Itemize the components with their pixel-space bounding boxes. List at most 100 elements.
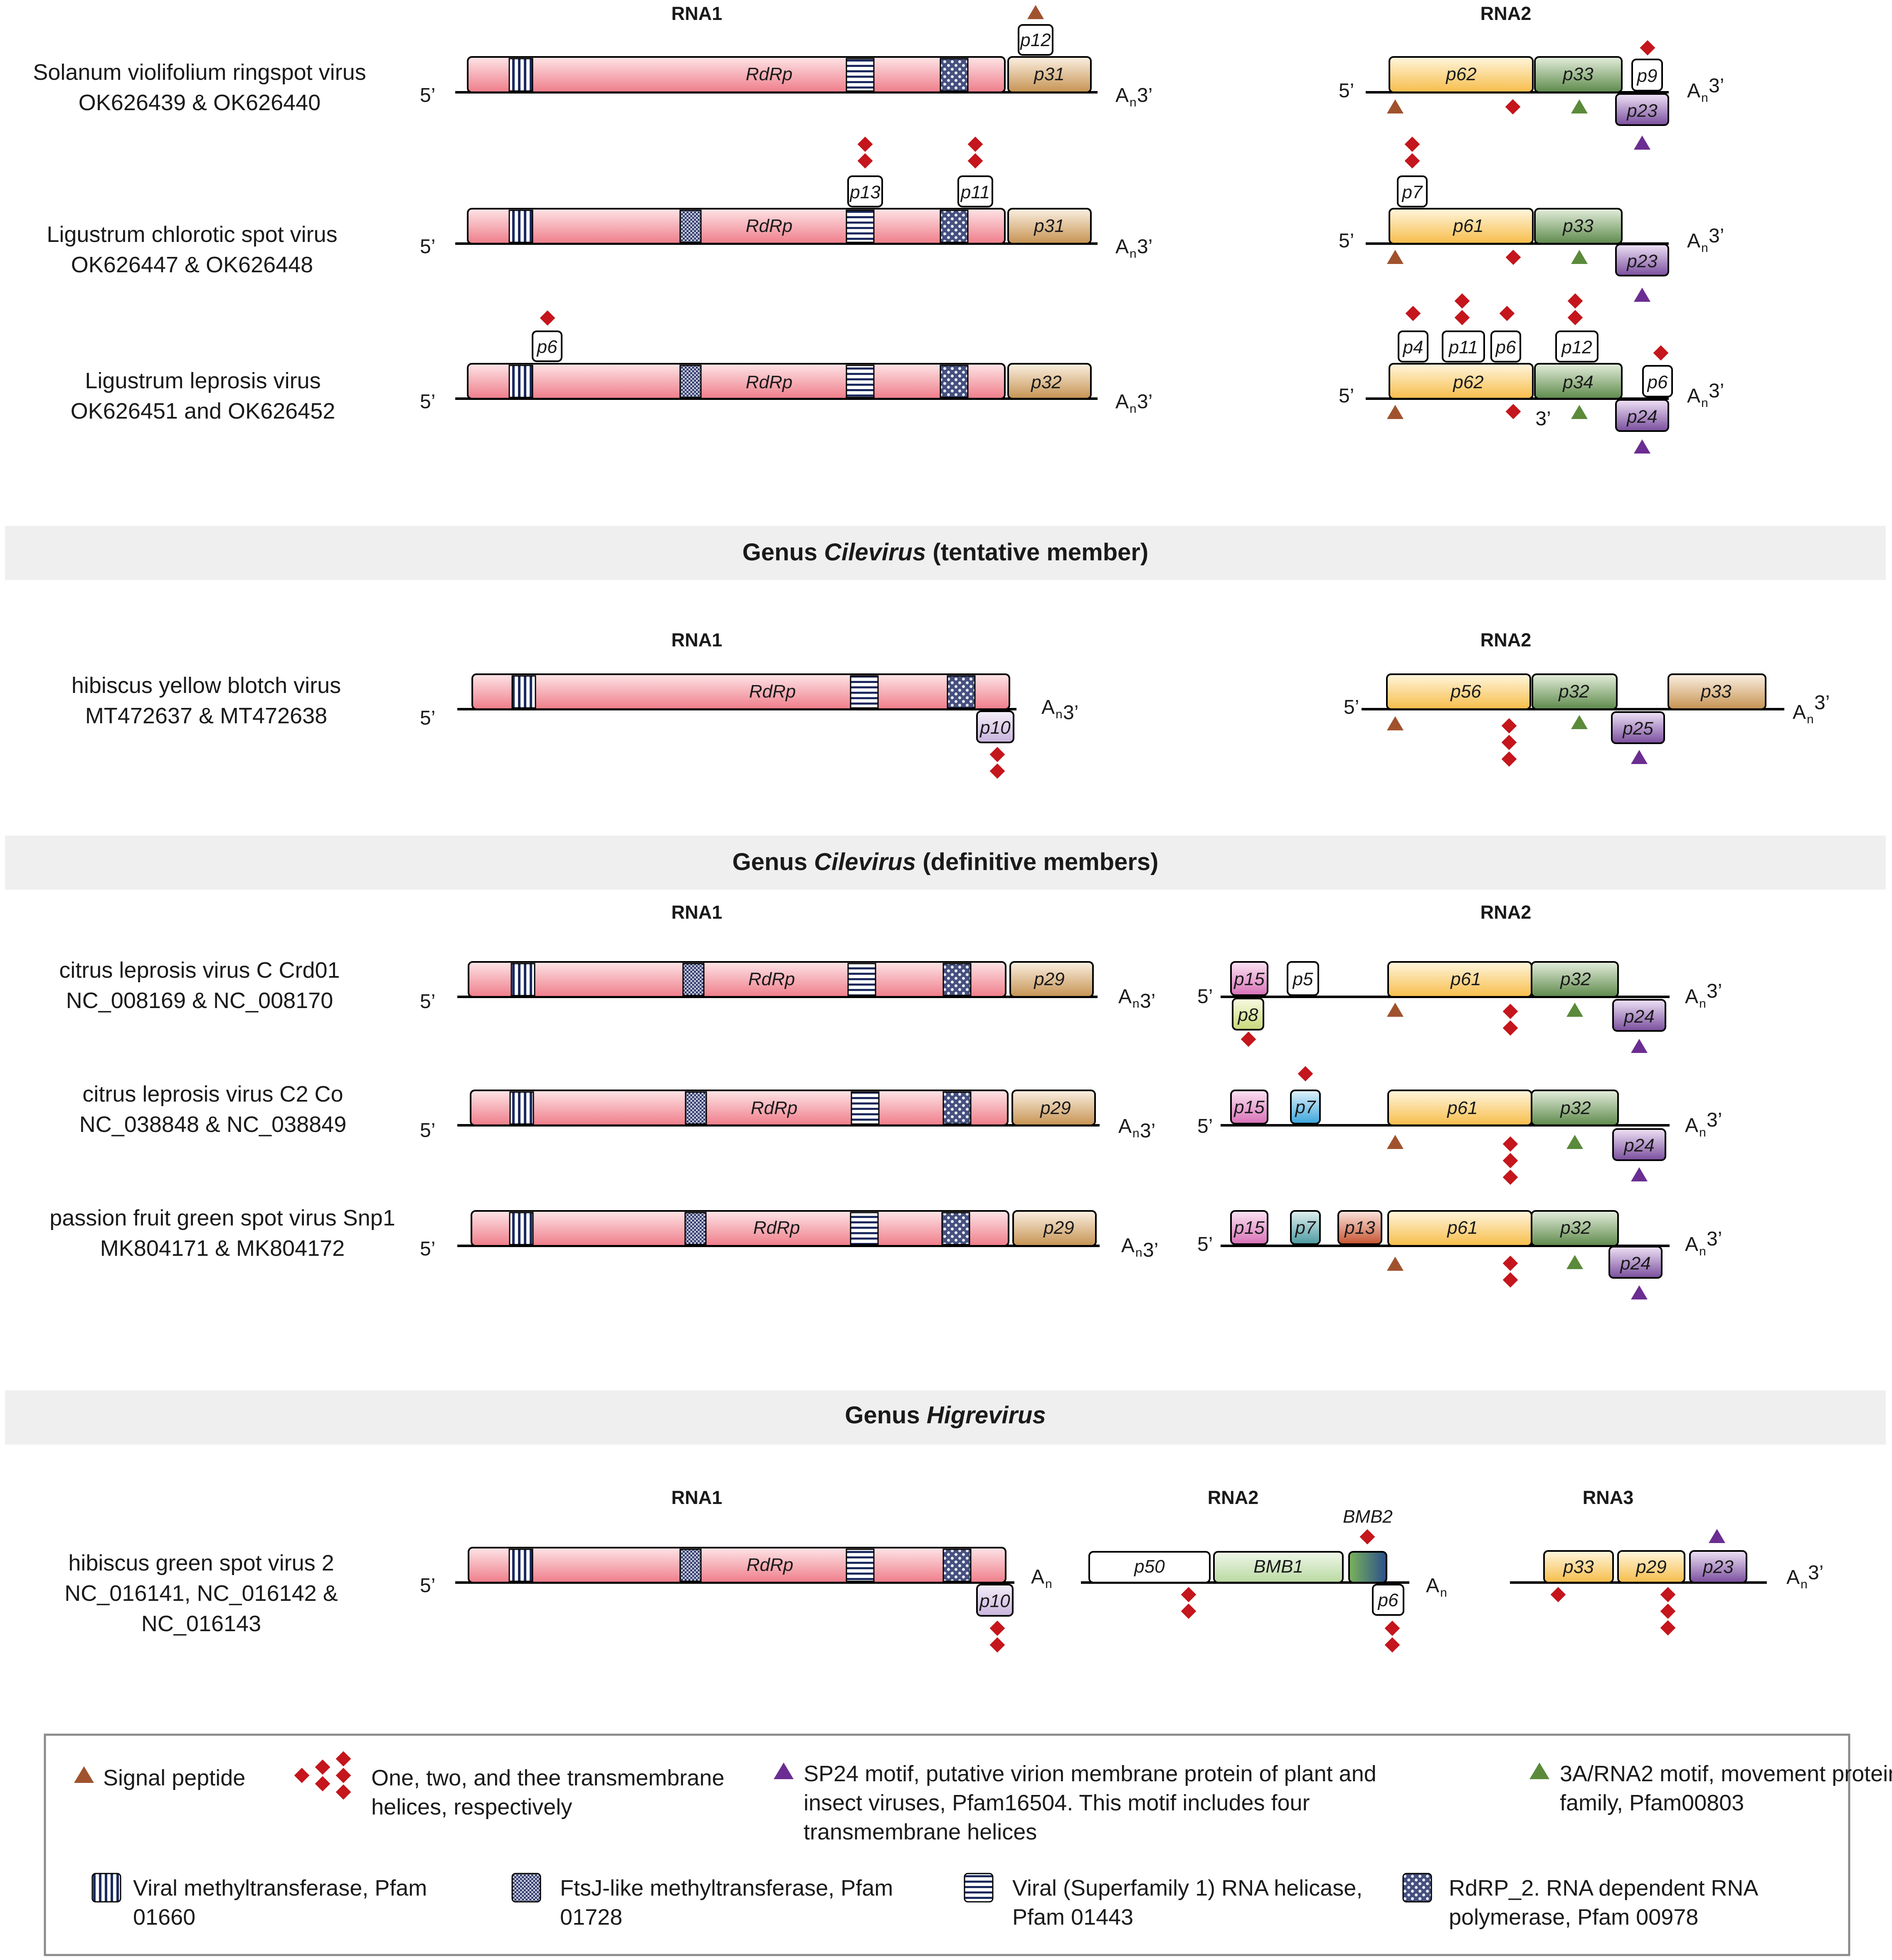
svg-text:p6: p6: [536, 337, 557, 357]
svg-text:n: n: [1130, 402, 1137, 416]
svg-text:BMB2: BMB2: [1343, 1506, 1393, 1527]
svg-text:3’: 3’: [1137, 391, 1152, 413]
svg-text:p33: p33: [1562, 1557, 1594, 1577]
svg-text:3’: 3’: [1808, 1562, 1823, 1584]
svg-text:5’: 5’: [420, 236, 435, 258]
svg-text:n: n: [1701, 396, 1708, 410]
svg-text:p62: p62: [1452, 372, 1483, 392]
virus-name: Solanum violifolium ringspot virus: [33, 60, 366, 85]
svg-text:MK804171 & MK804172: MK804171 & MK804172: [100, 1236, 345, 1261]
svg-text:n: n: [1699, 1245, 1706, 1258]
svg-text:3’: 3’: [1137, 84, 1152, 106]
svg-text:5’: 5’: [420, 391, 435, 413]
svg-text:01728: 01728: [560, 1905, 622, 1930]
svg-text:p24: p24: [1626, 407, 1657, 427]
svg-text:MT472637 & MT472638: MT472637 & MT472638: [85, 703, 327, 728]
virus-row-hybv: hibiscus yellow blotch virus MT472637 & …: [72, 673, 1830, 779]
svg-text:p32: p32: [1030, 372, 1061, 392]
svg-text:n: n: [1699, 1126, 1706, 1139]
svg-text:n: n: [1699, 997, 1706, 1011]
svg-text:p10: p10: [979, 1591, 1010, 1611]
svg-text:5’: 5’: [420, 1575, 435, 1597]
svg-text:p61: p61: [1450, 969, 1481, 989]
domain-helicase: [846, 58, 875, 92]
svg-text:p24: p24: [1619, 1253, 1650, 1274]
svg-text:p23: p23: [1626, 101, 1658, 121]
svg-text:A: A: [1031, 1566, 1044, 1588]
svg-text:transmembrane helices: transmembrane helices: [804, 1819, 1037, 1844]
svg-text:n: n: [1701, 91, 1708, 105]
svg-text:5’: 5’: [420, 707, 435, 729]
svg-text:One, two, and thee transmembra: One, two, and thee transmembrane: [371, 1765, 724, 1790]
svg-text:Signal peptide: Signal peptide: [103, 1765, 245, 1790]
svg-text:p61: p61: [1446, 1218, 1478, 1238]
svg-text:p23: p23: [1626, 251, 1658, 271]
svg-text:RNA1: RNA1: [671, 902, 723, 923]
svg-text:p61: p61: [1452, 216, 1483, 236]
svg-text:p29: p29: [1039, 1098, 1071, 1118]
svg-text:insect viruses, Pfam16504. Thi: insect viruses, Pfam16504. This motif in…: [804, 1790, 1310, 1815]
svg-text:5’: 5’: [420, 1119, 435, 1141]
svg-text:A: A: [1115, 84, 1129, 106]
svg-text:RdRp: RdRp: [748, 969, 795, 989]
transmembrane-icon: [294, 1751, 351, 1800]
svg-text:3’: 3’: [1709, 225, 1724, 247]
ftsj-methyltransferase-icon: [511, 1873, 541, 1903]
svg-text:3’: 3’: [1140, 990, 1155, 1012]
orf-p9: [1631, 59, 1663, 91]
svg-text:citrus leprosis virus C2 Co: citrus leprosis virus C2 Co: [82, 1082, 343, 1107]
rdrp2-icon: [1402, 1873, 1432, 1903]
domain-viral-methyltransferase: [508, 58, 533, 92]
svg-text:RdRP_2. RNA dependent RNA: RdRP_2. RNA dependent RNA: [1449, 1876, 1758, 1901]
svg-text:RdRp: RdRp: [746, 372, 793, 392]
svg-text:p6: p6: [1647, 372, 1668, 392]
svg-text:p29: p29: [1635, 1557, 1666, 1577]
orf-p31: [1007, 56, 1092, 93]
svg-text:3A/RNA2 motif, movement protei: 3A/RNA2 motif, movement protein: [1560, 1761, 1892, 1786]
svg-text:A: A: [1118, 1115, 1132, 1137]
svg-text:p15: p15: [1233, 1218, 1265, 1238]
svg-text:p5: p5: [1292, 969, 1313, 989]
virus-row-cilvc2: citrus leprosis virus C2 Co NC_038848 & …: [79, 1066, 1722, 1185]
svg-text:5’: 5’: [420, 991, 435, 1013]
legend: Signal peptide One, two, and thee transm…: [44, 1733, 1892, 1956]
svg-text:p29: p29: [1043, 1218, 1074, 1238]
svg-text:polymerase, Pfam 00978: polymerase, Pfam 00978: [1449, 1905, 1698, 1930]
svg-text:NC_016143: NC_016143: [141, 1611, 261, 1636]
svg-text:RNA2: RNA2: [1480, 902, 1532, 923]
svg-text:n: n: [1132, 997, 1140, 1011]
svg-text:p11: p11: [1448, 337, 1478, 357]
virus-row-lcsv: Ligustrum chlorotic spot virus OK626447 …: [47, 136, 1724, 302]
svg-text:RNA2: RNA2: [1208, 1487, 1259, 1508]
svg-text:Ligustrum chlorotic spot virus: Ligustrum chlorotic spot virus: [47, 222, 337, 247]
svg-text:p15: p15: [1233, 969, 1265, 989]
svg-text:SP24 motif, putative virion me: SP24 motif, putative virion membrane pro…: [804, 1761, 1376, 1786]
svg-text:hibiscus green spot virus 2: hibiscus green spot virus 2: [68, 1551, 334, 1575]
svg-text:A: A: [1121, 1235, 1135, 1257]
svg-text:n: n: [1130, 247, 1137, 261]
svg-text:p32: p32: [1559, 969, 1591, 989]
svg-text:5’: 5’: [1339, 385, 1354, 407]
svg-text:BMB1: BMB1: [1253, 1556, 1303, 1577]
svg-text:A: A: [1685, 1233, 1698, 1255]
svg-text:p7: p7: [1295, 1218, 1316, 1238]
svg-text:01660: 01660: [133, 1905, 195, 1930]
svg-text:p9: p9: [1636, 66, 1658, 86]
svg-text:p34: p34: [1562, 372, 1593, 392]
svg-text:n: n: [1056, 708, 1063, 721]
svg-text:3’: 3’: [1709, 380, 1724, 402]
band-higrevirus: [5, 1390, 1886, 1445]
svg-text:citrus leprosis virus C Crd01: citrus leprosis virus C Crd01: [59, 958, 340, 983]
svg-text:n: n: [1135, 1246, 1142, 1260]
virus-accession: OK626439 & OK626440: [79, 90, 321, 115]
svg-text:p33: p33: [1562, 64, 1594, 84]
svg-text:5’: 5’: [1197, 1115, 1213, 1137]
svg-text:family, Pfam00803: family, Pfam00803: [1560, 1790, 1744, 1815]
orf-rdrp: [467, 56, 1006, 93]
svg-text:p32: p32: [1559, 1098, 1591, 1118]
svg-text:helices, respectively: helices, respectively: [371, 1795, 572, 1819]
svg-text:p29: p29: [1033, 969, 1064, 989]
svg-text:p24: p24: [1623, 1135, 1654, 1156]
svg-text:3’: 3’: [1140, 1120, 1155, 1142]
